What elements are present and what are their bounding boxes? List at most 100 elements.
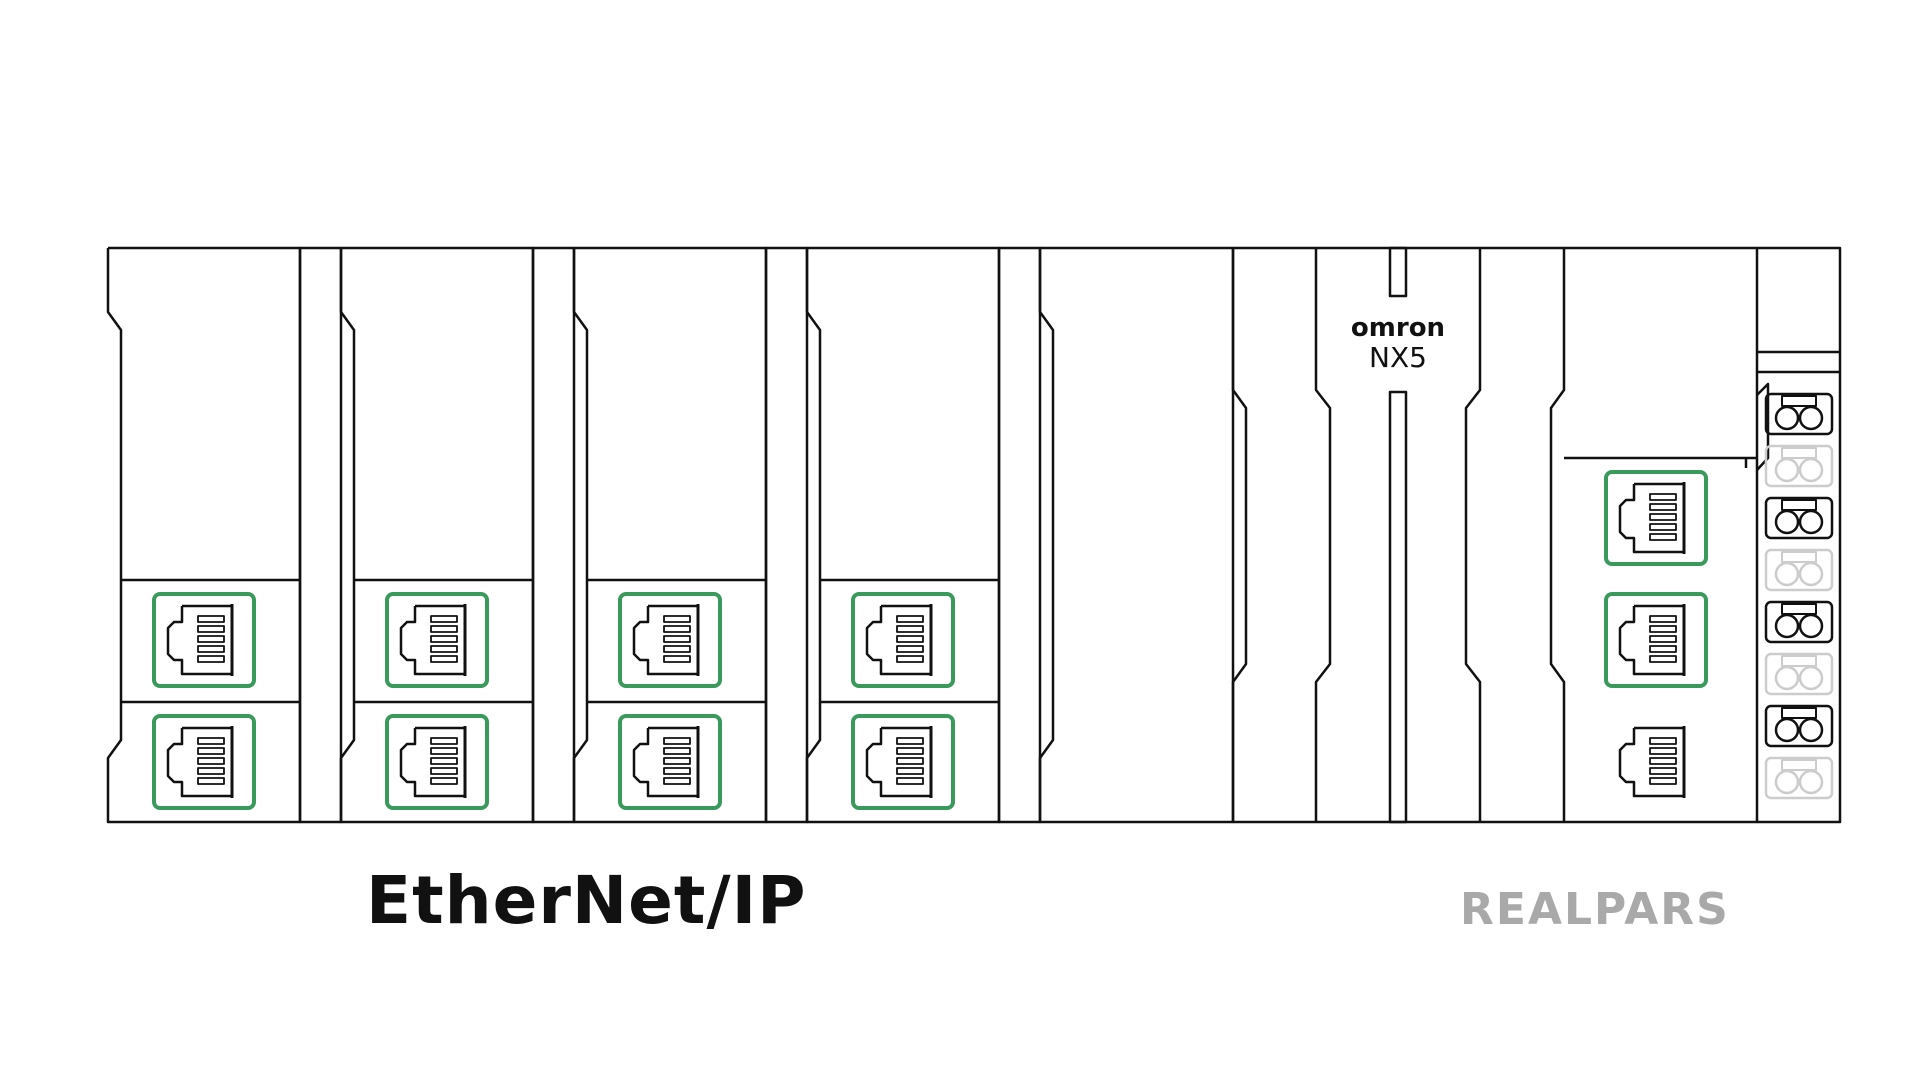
jack-contact [663,645,691,653]
terminal-hole [1798,769,1824,795]
jack-contact [896,635,924,643]
terminal-frame [1764,600,1834,644]
terminal-body [1757,246,1842,824]
port-highlight-frame [385,714,489,810]
jack-contact [896,645,924,653]
jack-contact [430,615,458,623]
jack-contact [663,767,691,775]
terminal-icon [1764,600,1834,644]
port-highlight-frame [851,714,955,810]
cpu-left-rail [1231,248,1248,822]
terminal-icon [1764,652,1834,696]
jack-contact [1649,737,1677,745]
terminal-hole [1798,561,1824,587]
terminal-hole [1798,613,1824,639]
rj45-port-icon [152,592,256,688]
terminal-tab [1781,707,1817,719]
terminal-tab [1781,603,1817,615]
jack-contact [197,615,225,623]
module-body [106,246,302,824]
jack-contact [896,615,924,623]
jack-contact [430,737,458,745]
rj45-port-icon [851,714,955,810]
ethernet-ip-logo: EtherNet/IP [366,862,807,939]
cpu-top-slot [1388,246,1408,298]
jack-contact [197,655,225,663]
jack-contact [1649,533,1677,541]
jack-contact [197,625,225,633]
rj45-port-icon [618,714,722,810]
jack-contact [1649,503,1677,511]
terminal-frame [1764,444,1834,488]
port-highlight-frame [618,592,722,688]
jack-contact [663,737,691,745]
terminal-icon [1764,704,1834,748]
terminal-tab [1781,551,1817,563]
terminal-tab [1781,395,1817,407]
terminal-icon [1764,756,1834,800]
jack-contact [1649,523,1677,531]
cpu-right-inner [1464,248,1482,822]
module-body [1564,246,1759,824]
plc-model-label: NX5 [1369,341,1427,374]
jack-contact [197,767,225,775]
port-highlight-frame [851,592,955,688]
terminal-tab [1781,447,1817,459]
jack-contact [197,645,225,653]
terminal-icon [1764,444,1834,488]
ethernet-module [805,246,1042,824]
rj45-port-icon [385,592,489,688]
terminal-frame [1764,548,1834,592]
jack-contact [197,777,225,785]
module-body [572,246,768,824]
jack-contact [663,747,691,755]
jack-contact [1649,645,1677,653]
terminal-hole [1774,561,1800,587]
terminal-hole [1774,509,1800,535]
jack-contact [197,757,225,765]
terminal-hole [1774,613,1800,639]
terminal-frame [1764,652,1834,696]
port-highlight-frame [618,714,722,810]
jack-contact [896,777,924,785]
module-divider [298,246,343,824]
jack-contact [197,635,225,643]
rj45-port-icon [1604,592,1708,688]
jack-contact [430,767,458,775]
port-highlight-frame [385,592,489,688]
rj45-port-icon [385,714,489,810]
jack-contact [1649,635,1677,643]
jack-contact [1649,493,1677,501]
terminal-block [1756,246,1842,824]
port-highlight-frame [152,592,256,688]
rj45-port-icon [1618,726,1686,798]
jack-contact [663,757,691,765]
jack-contact [430,625,458,633]
terminal-hole [1774,665,1800,691]
port-highlight-frame [1604,592,1708,688]
module-divider [997,246,1042,824]
jack-contact [663,615,691,623]
jack-contact [1649,655,1677,663]
cpu-port-module [1564,246,1759,824]
jack-contact [1649,625,1677,633]
module-divider [764,246,809,824]
jack-contact [1649,777,1677,785]
terminal-frame [1764,756,1834,800]
jack-contact [1649,615,1677,623]
jack-contact [430,635,458,643]
omron-logo: omron [1351,313,1445,343]
terminal-hole [1798,665,1824,691]
terminal-hole [1798,717,1824,743]
terminal-frame [1764,496,1834,540]
realpars-watermark: REALPARS [1460,884,1730,935]
jack-contact [430,747,458,755]
terminal-hole [1774,717,1800,743]
jack-contact [663,625,691,633]
jack-contact [896,757,924,765]
rj45-port-icon [851,592,955,688]
jack-contact [663,655,691,663]
port-highlight-frame [1604,470,1708,566]
